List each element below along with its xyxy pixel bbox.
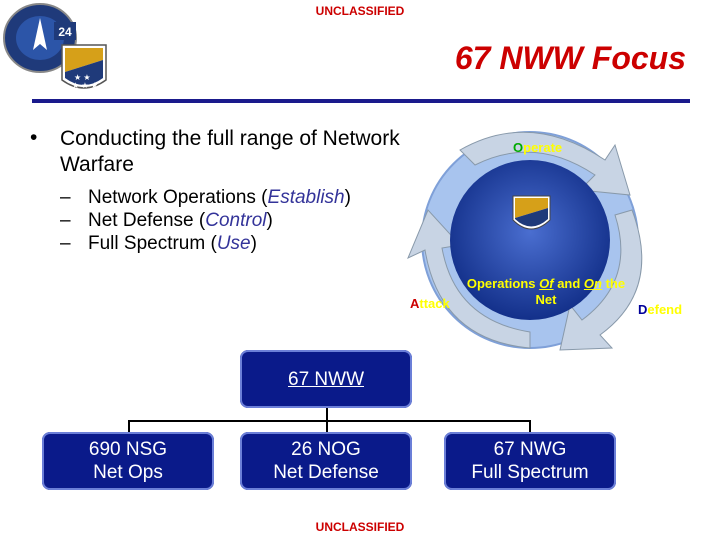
label-attack: Attack (410, 296, 450, 311)
bullet-main-text: Conducting the full range of Network War… (60, 127, 400, 176)
arrow-left (407, 209, 531, 349)
label-operate: Operate (513, 140, 562, 155)
svg-text:★ ★ ★: ★ ★ ★ (72, 81, 98, 90)
sub-bullet: – Full Spectrum (Use) (60, 232, 410, 255)
sub-text: Network Operations ( (88, 187, 268, 208)
sub-text: Full Spectrum ( (88, 233, 217, 254)
org-box-line2: Net Defense (273, 462, 379, 483)
sub-close: ) (250, 233, 257, 254)
sub-text: Net Defense ( (88, 210, 206, 231)
operate-rest: perate (523, 140, 563, 155)
operate-initial: O (513, 140, 524, 155)
attack-initial: A (410, 296, 420, 311)
center-mid: and (553, 276, 584, 291)
sub-bullet: – Net Defense (Control) (60, 209, 410, 232)
org-box-line2: Full Spectrum (471, 462, 589, 483)
org-box-line1: 26 NOG (291, 439, 361, 460)
wing-emblem-icon (512, 195, 551, 230)
connector (128, 420, 130, 432)
org-box-line1: 690 NSG (88, 439, 168, 460)
bullet-dot: • (30, 126, 38, 149)
sub-close: ) (266, 210, 273, 231)
defend-initial: D (638, 302, 648, 317)
org-box-line1: 67 NWG (493, 439, 567, 460)
title-divider (32, 99, 690, 103)
org-box-67-nww: 67 NWW (240, 350, 412, 408)
classification-banner-top: UNCLASSIFIED (315, 4, 405, 18)
classification-banner-bottom: UNCLASSIFIED (315, 520, 405, 534)
arrow-right (559, 209, 643, 351)
defend-rest: efend (647, 302, 683, 317)
cycle-center-text: Operations Of and On the Net (456, 276, 636, 308)
sub-italic: Use (216, 233, 251, 254)
dash: – (60, 210, 71, 231)
arrow-top (459, 131, 631, 196)
org-box-67-nwg: 67 NWG Full Spectrum (444, 432, 616, 490)
sub-italic: Establish (267, 187, 345, 208)
connector (529, 420, 531, 432)
sub-italic: Control (205, 210, 267, 231)
inner-circle (450, 160, 610, 320)
center-on: On (583, 276, 602, 291)
sub-bullet: – Network Operations (Establish) (60, 186, 410, 209)
space-command-logo: 24 ★ ★ ★ ★ ★ (3, 3, 107, 90)
dash: – (60, 233, 71, 254)
connector (326, 408, 328, 420)
svg-text:★ ★: ★ ★ (74, 73, 91, 82)
connector (128, 420, 530, 422)
sub-bullets: – Network Operations (Establish) – Net D… (60, 186, 410, 255)
connector (326, 420, 328, 432)
org-box-line2: Net Ops (93, 462, 163, 483)
center-post: the Net (535, 276, 626, 307)
center-pre: Operations (466, 276, 540, 291)
label-defend: Defend (638, 302, 682, 317)
sub-close: ) (344, 187, 351, 208)
attack-rest: ttack (419, 296, 450, 311)
bullet-list: • Conducting the full range of Network W… (30, 126, 410, 255)
bullet-main: • Conducting the full range of Network W… (30, 126, 410, 178)
org-box-690-nsg: 690 NSG Net Ops (42, 432, 214, 490)
org-box-label: 67 NWW (288, 369, 364, 390)
svg-text:24: 24 (58, 25, 72, 39)
page-title: 67 NWW Focus (454, 40, 686, 76)
operations-cycle-graphic (407, 131, 643, 351)
org-box-26-nog: 26 NOG Net Defense (240, 432, 412, 490)
dash: – (60, 187, 71, 208)
center-of: Of (539, 276, 554, 291)
